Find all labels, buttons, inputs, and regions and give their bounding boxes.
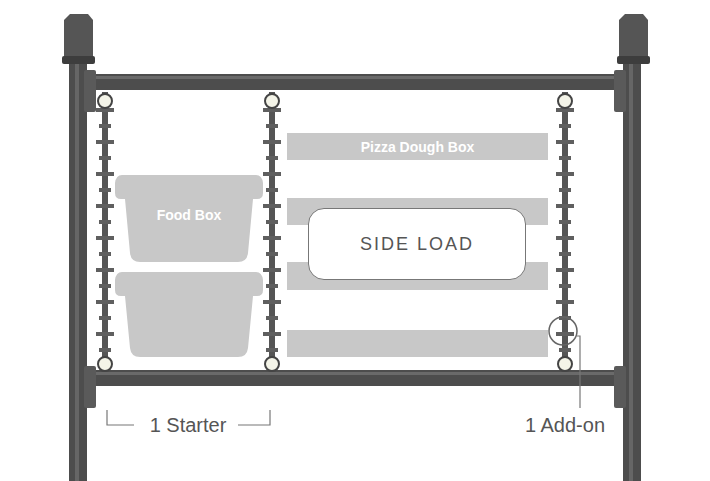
starter-label: 1 Starter [146,414,231,437]
starter-bracket [107,410,134,425]
node-text: Food Box [157,207,222,223]
rail-notch [266,252,278,256]
joint-bracket [84,70,96,112]
rail-notch [96,332,114,336]
rail-notch [96,268,114,272]
add-on-label: 1 Add-on [521,414,609,437]
rail-notch [559,156,571,160]
rail-notch [266,316,278,320]
callouts [107,317,580,425]
rail-peg [265,357,279,371]
rail-notch [99,348,111,352]
rail-notch [556,236,574,240]
dough-box-bar [287,330,548,357]
rail-notch [266,348,278,352]
bottom-bar [87,370,623,386]
rail-notch [556,172,574,176]
top-bar-shade [87,76,623,79]
food-box [115,272,263,357]
rail-notch [266,284,278,288]
rail-notch [96,140,114,144]
rail-notch [99,124,111,128]
rail-notch [556,300,574,304]
rail-peg [98,94,112,108]
rail-peg [98,357,112,371]
rail-notch [96,236,114,240]
leader-line [577,336,580,408]
rail-notch [99,220,111,224]
rail-notch [96,204,114,208]
rail-notch [559,348,571,352]
rail-notch [263,300,281,304]
rail-notch [266,188,278,192]
dough-box: Pizza Dough Box [287,133,548,160]
rail [269,92,275,370]
rack-frame [62,14,650,481]
food-box: Food Box [115,175,263,262]
rail-notch [266,156,278,160]
rail-notch [263,140,281,144]
rail-peg [265,94,279,108]
starter-bracket [238,410,270,425]
rail-notch [99,284,111,288]
rail-notch [556,140,574,144]
rail [102,92,108,370]
rail-notch [556,204,574,208]
rail-notch [556,332,574,336]
rail-notch [263,204,281,208]
top-bar [87,74,623,90]
rail-notch [266,220,278,224]
rail-peg [558,357,572,371]
rail-notch [263,332,281,336]
joint-bracket [614,70,626,112]
left-post [69,60,87,481]
joint-bracket [84,366,96,408]
rails [96,92,574,371]
post-cap-rim [617,56,650,64]
bottom-bar-shade [87,372,623,375]
rail-notch [96,300,114,304]
rail-notch [263,236,281,240]
rail-notch [559,284,571,288]
node-text: Pizza Dough Box [361,139,475,155]
rail-notch [99,188,111,192]
rail-notch [559,124,571,128]
rail-notch [263,172,281,176]
rail-notch [99,316,111,320]
right-post [623,60,641,481]
post-cap-rim [62,56,95,64]
side-load-panel: SIDE LOAD [308,208,526,280]
rail-notch [556,268,574,272]
node-text: SIDE LOAD [360,234,474,255]
left-post-shade [75,60,79,481]
rail-notch [559,252,571,256]
rail-notch [559,188,571,192]
add-on-circle [549,317,577,345]
rail-notch [559,220,571,224]
rail-notch [99,252,111,256]
rail-notch [96,172,114,176]
joint-bracket [614,366,626,408]
post-cap [619,14,648,58]
post-cap [64,14,93,58]
shelf-shapes [115,198,548,357]
rail-notch [99,156,111,160]
rail-notch [263,268,281,272]
rail-peg [558,94,572,108]
rail-notch [266,124,278,128]
right-post-shade [629,60,633,481]
food-box-shape [115,175,263,262]
rail [562,92,568,370]
